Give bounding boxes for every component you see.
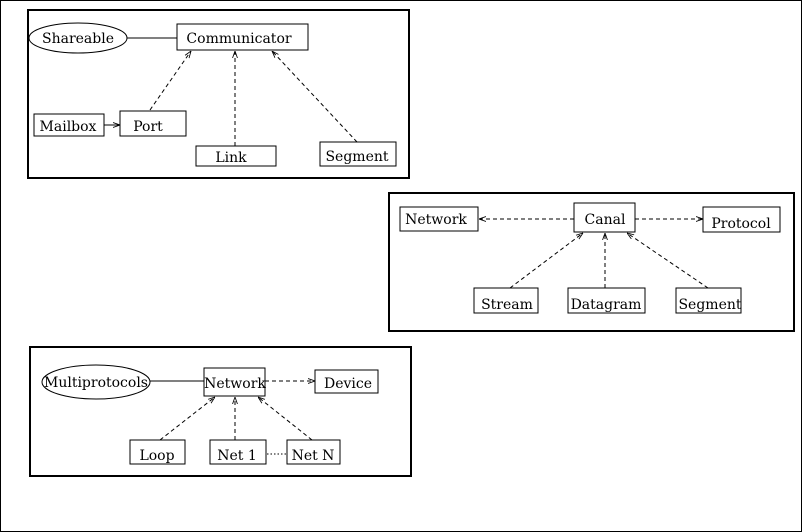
shareable-node: Shareable bbox=[28, 22, 128, 54]
panel-border bbox=[388, 192, 795, 332]
network-label: Network bbox=[204, 376, 266, 392]
loop-node: Loop bbox=[129, 439, 186, 465]
segment-to-communicator-arrow bbox=[272, 51, 358, 143]
canal-label: Canal bbox=[585, 212, 626, 228]
panel-border bbox=[29, 346, 412, 477]
panel-communicator: Shareable Communicator Mailbox Port Link… bbox=[27, 9, 410, 179]
protocol-node: Protocol bbox=[702, 206, 781, 233]
network-node: Network bbox=[203, 367, 266, 397]
loop-label: Loop bbox=[139, 448, 174, 464]
netn-node: Net N bbox=[286, 439, 341, 465]
communicator-label: Communicator bbox=[186, 31, 291, 47]
datagram-node: Datagram bbox=[567, 287, 646, 314]
port-label: Port bbox=[133, 119, 163, 135]
port-to-communicator-arrow bbox=[149, 51, 191, 111]
segment-node: Segment bbox=[675, 287, 742, 314]
netn-to-network-arrow bbox=[258, 397, 313, 441]
protocol-label: Protocol bbox=[711, 216, 771, 232]
net1-node: Net 1 bbox=[209, 439, 267, 465]
mailbox-label: Mailbox bbox=[40, 119, 97, 135]
communicator-node: Communicator bbox=[176, 23, 309, 51]
stream-to-canal-arrow bbox=[509, 233, 583, 289]
segment-label: Segment bbox=[325, 149, 388, 165]
mailbox-node: Mailbox bbox=[33, 113, 105, 137]
segment-node: Segment bbox=[319, 141, 397, 167]
stream-node: Stream bbox=[473, 287, 539, 314]
panel-network: Multiprotocols Network Device Loop Net 1… bbox=[29, 346, 412, 477]
netn-label: Net N bbox=[292, 448, 335, 464]
net1-label: Net 1 bbox=[217, 448, 257, 464]
link-node: Link bbox=[195, 145, 277, 167]
panel-canal: Network Canal Protocol Stream Datagram S… bbox=[388, 192, 795, 332]
datagram-label: Datagram bbox=[571, 297, 642, 313]
link-label: Link bbox=[215, 150, 247, 166]
multiprotocols-node: Multiprotocols bbox=[41, 364, 151, 400]
multiprotocols-label: Multiprotocols bbox=[44, 375, 148, 391]
segment-to-canal-arrow bbox=[627, 233, 709, 289]
port-node: Port bbox=[119, 110, 187, 137]
network-node: Network bbox=[399, 206, 479, 232]
loop-to-network-arrow bbox=[159, 397, 215, 441]
segment-label: Segment bbox=[678, 297, 741, 313]
network-label: Network bbox=[405, 212, 467, 228]
device-node: Device bbox=[314, 369, 379, 394]
device-label: Device bbox=[324, 376, 372, 392]
panel-border bbox=[27, 9, 410, 179]
stream-label: Stream bbox=[481, 297, 533, 313]
canal-node: Canal bbox=[573, 202, 636, 233]
shareable-label: Shareable bbox=[42, 31, 114, 47]
